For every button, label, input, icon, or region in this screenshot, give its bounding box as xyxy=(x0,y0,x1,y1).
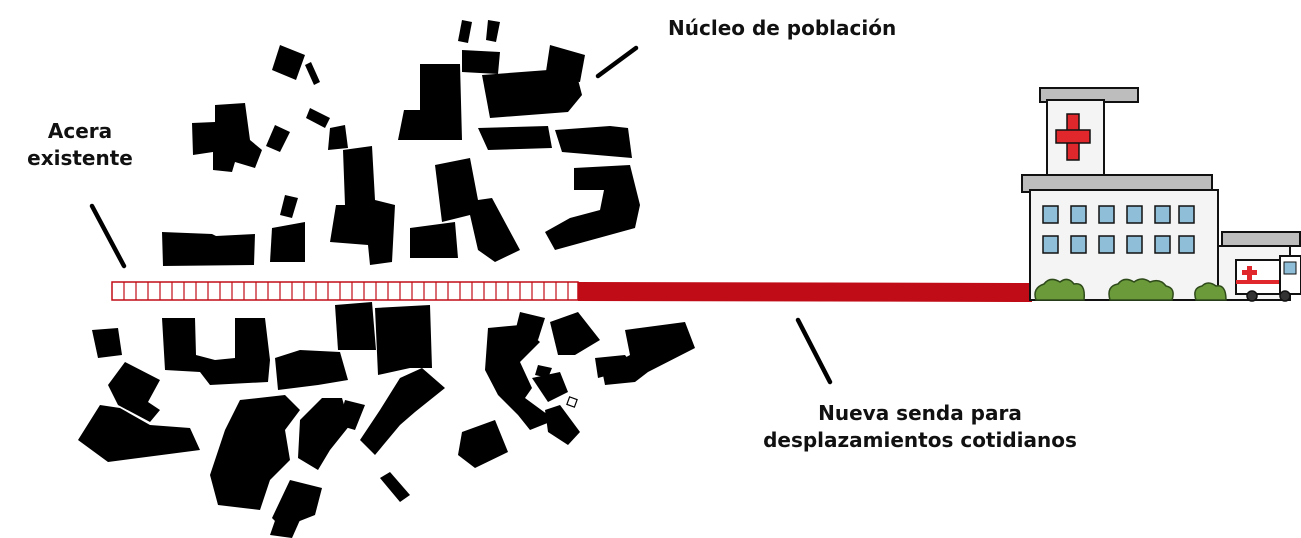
label-nucleo-text: Núcleo de población xyxy=(668,16,897,40)
pointer-line-senda xyxy=(795,317,833,385)
pointer-line-acera xyxy=(89,203,127,269)
hospital-window xyxy=(1098,235,1115,254)
small-square-marker xyxy=(566,396,578,408)
label-nucleo-poblacion: Núcleo de población xyxy=(668,15,896,42)
label-acera-line2: existente xyxy=(27,146,133,170)
label-acera-line1: Acera xyxy=(47,119,113,143)
hospital-window xyxy=(1042,235,1059,254)
hospital-window xyxy=(1042,205,1059,224)
new-path xyxy=(578,282,1032,302)
buildings-north xyxy=(162,20,640,266)
existing-sidewalk xyxy=(111,281,579,301)
ambulance-icon xyxy=(1235,255,1301,302)
label-senda-line1: Nueva senda para xyxy=(818,401,1022,425)
hospital-window xyxy=(1178,205,1195,224)
hospital-window xyxy=(1178,235,1195,254)
hospital-window xyxy=(1070,205,1087,224)
hospital-window xyxy=(1154,205,1171,224)
label-senda-line2: desplazamientos cotidianos xyxy=(763,428,1077,452)
buildings-south xyxy=(78,302,695,538)
label-nueva-senda: Nueva senda para desplazamientos cotidia… xyxy=(720,400,1120,454)
pointer-line-nucleo xyxy=(595,45,639,79)
hospital-window xyxy=(1126,205,1143,224)
hospital-window xyxy=(1126,235,1143,254)
label-acera-existente: Acera existente xyxy=(0,118,160,172)
hospital-window xyxy=(1098,205,1115,224)
hospital-window xyxy=(1070,235,1087,254)
hospital-window xyxy=(1154,235,1171,254)
